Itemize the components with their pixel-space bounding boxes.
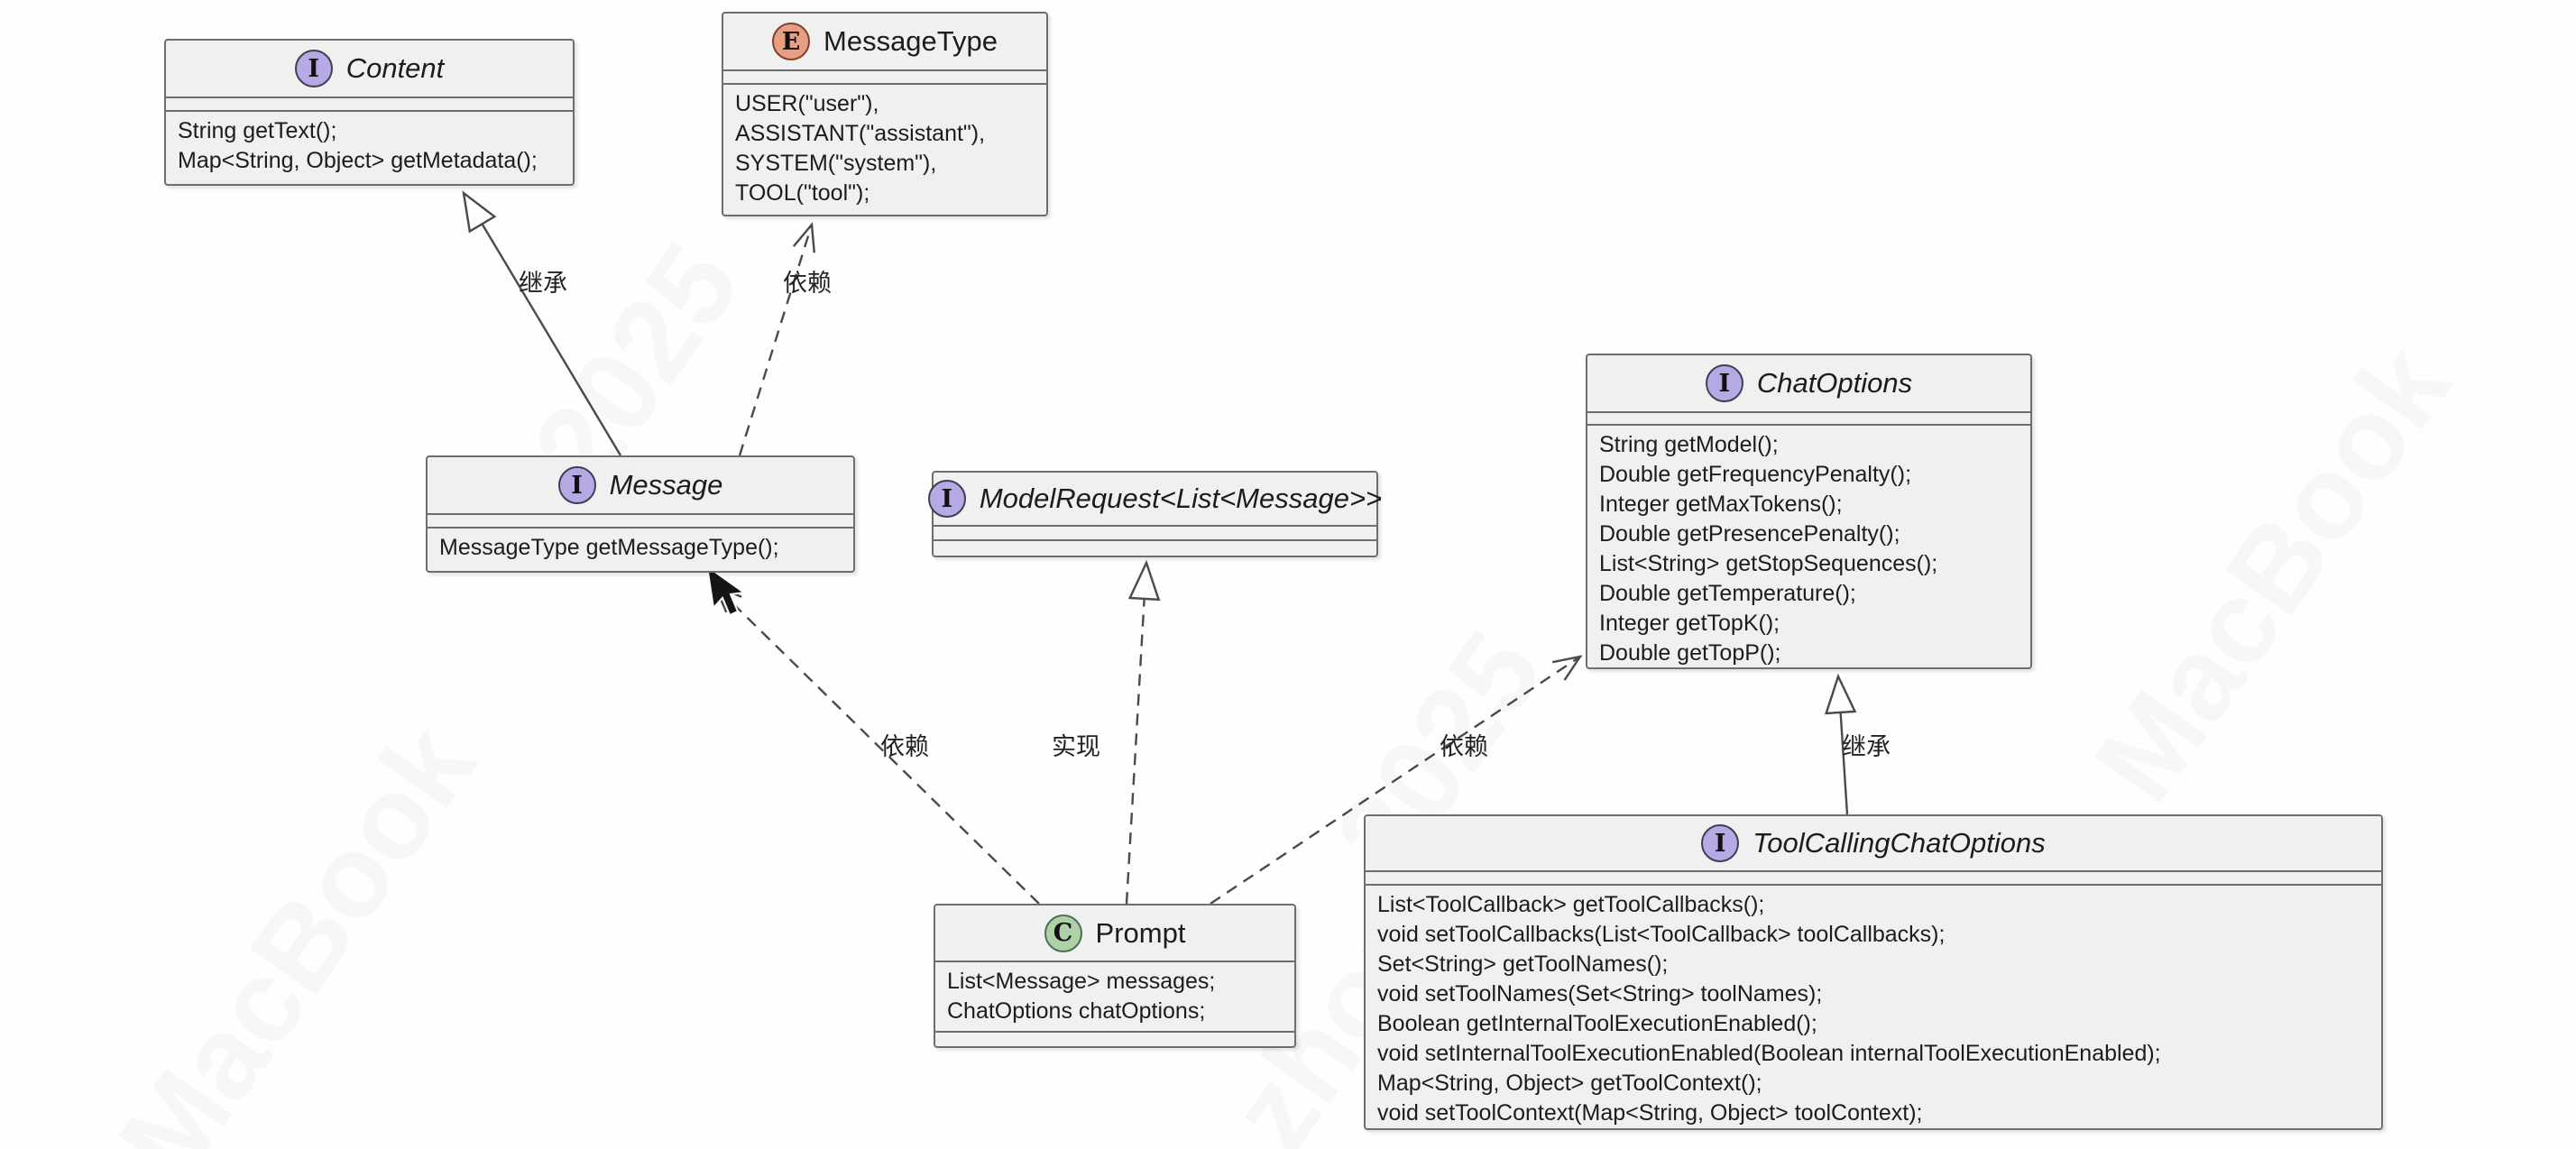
member-line: ChatOptions chatOptions; bbox=[947, 998, 1206, 1024]
class-box-chatoptions: I ChatOptions String getModel(); Double g… bbox=[1586, 354, 2032, 669]
member-line: List<String> getStopSequences(); bbox=[1599, 551, 1938, 576]
member-line: Double getTopP(); bbox=[1599, 640, 1781, 666]
edge-prompt-depends-message bbox=[713, 584, 1040, 905]
mouse-cursor bbox=[705, 564, 747, 617]
member-line: Double getFrequencyPenalty(); bbox=[1599, 462, 1912, 487]
member-line: void setInternalToolExecutionEnabled(Boo… bbox=[1377, 1041, 2161, 1066]
class-title: I Message bbox=[428, 457, 853, 513]
member-line: Map<String, Object> getMetadata(); bbox=[178, 148, 538, 173]
member-line: Double getPresencePenalty(); bbox=[1599, 521, 1900, 547]
class-title: C Prompt bbox=[935, 905, 1294, 961]
fields-compartment: List<Message> messages; ChatOptions chatO… bbox=[935, 961, 1294, 1031]
member-line: void setToolNames(Set<String> toolNames)… bbox=[1377, 981, 1823, 1007]
methods-compartment: String getModel(); Double getFrequencyPen… bbox=[1587, 424, 2030, 667]
class-name: ModelRequest<List<Message>> bbox=[979, 483, 1383, 514]
member-line: Set<String> getToolNames(); bbox=[1377, 951, 1669, 977]
methods-compartment: MessageType getMessageType(); bbox=[428, 527, 853, 571]
interface-badge-icon: I bbox=[1705, 364, 1743, 402]
class-title: I Content bbox=[166, 41, 573, 97]
edge-message-depends-messagetype bbox=[738, 222, 815, 456]
member-line: String getModel(); bbox=[1599, 432, 1779, 457]
class-name: ToolCallingChatOptions bbox=[1753, 827, 2046, 859]
class-title: I ChatOptions bbox=[1587, 355, 2030, 411]
member-line: List<ToolCallback> getToolCallbacks(); bbox=[1377, 892, 1765, 917]
edge-label-inheritance: 继承 bbox=[519, 270, 567, 297]
enum-values-compartment: USER("user"), ASSISTANT("assistant"), SYST… bbox=[723, 83, 1046, 215]
methods-compartment: String getText(); Map<String, Object> get… bbox=[166, 110, 573, 184]
class-name: Content bbox=[345, 52, 445, 84]
member-line: USER("user"), bbox=[735, 91, 879, 116]
class-box-prompt: C Prompt List<Message> messages; ChatOpti… bbox=[934, 904, 1296, 1048]
member-line: SYSTEM("system"), bbox=[735, 151, 937, 176]
interface-badge-icon: I bbox=[557, 466, 596, 504]
fields-compartment bbox=[166, 97, 573, 110]
member-line: Map<String, Object> getToolContext(); bbox=[1377, 1071, 1762, 1096]
class-box-message: I Message MessageType getMessageType(); bbox=[426, 455, 855, 573]
watermark-text: MacBook bbox=[93, 700, 501, 1149]
member-line: void setToolContext(Map<String, Object> … bbox=[1377, 1100, 1923, 1126]
class-box-messagetype: E MessageType USER("user"), ASSISTANT("as… bbox=[722, 12, 1048, 216]
interface-badge-icon: I bbox=[927, 480, 966, 518]
class-title: I ModelRequest<List<Message>> bbox=[927, 473, 1382, 525]
class-title: I ToolCallingChatOptions bbox=[1366, 816, 2381, 870]
member-line: void setToolCallbacks(List<ToolCallback>… bbox=[1377, 922, 1946, 947]
watermark-text: MacBook bbox=[2068, 321, 2476, 824]
class-title: E MessageType bbox=[723, 14, 1046, 69]
fields-compartment bbox=[934, 525, 1376, 539]
edge-label-inheritance: 继承 bbox=[1842, 733, 1891, 760]
member-line: TOOL("tool"); bbox=[735, 180, 870, 206]
member-line: Integer getTopK(); bbox=[1599, 611, 1780, 636]
member-line: Integer getMaxTokens(); bbox=[1599, 492, 1843, 517]
fields-compartment bbox=[428, 513, 853, 527]
edge-label-dependency: 依赖 bbox=[783, 270, 832, 297]
class-name: Message bbox=[609, 469, 723, 501]
edge-label-dependency: 依赖 bbox=[880, 733, 929, 760]
fields-compartment bbox=[1587, 411, 2030, 424]
edge-message-extends-content bbox=[462, 190, 622, 456]
class-box-toolcallingchatoptions: I ToolCallingChatOptions List<ToolCallba… bbox=[1364, 814, 2383, 1130]
member-line: String getText(); bbox=[178, 118, 337, 143]
fields-compartment bbox=[1366, 870, 2381, 884]
class-box-modelrequest: I ModelRequest<List<Message>> bbox=[927, 471, 1382, 557]
edge-label-realization: 实现 bbox=[1052, 733, 1100, 760]
class-name: MessageType bbox=[823, 25, 998, 57]
methods-compartment: List<ToolCallback> getToolCallbacks(); vo… bbox=[1366, 884, 2381, 1128]
member-line: List<Message> messages; bbox=[947, 969, 1216, 994]
class-name: Prompt bbox=[1095, 916, 1186, 949]
class-name: ChatOptions bbox=[1756, 367, 1913, 399]
member-line: Boolean getInternalToolExecutionEnabled(… bbox=[1377, 1011, 1817, 1036]
interface-badge-icon: I bbox=[1701, 824, 1740, 862]
enum-badge-icon: E bbox=[772, 23, 810, 60]
class-box-content: I Content String getText(); Map<String, O… bbox=[164, 39, 575, 186]
fields-compartment bbox=[723, 69, 1046, 83]
class-badge-icon: C bbox=[1044, 914, 1082, 952]
member-line: Double getTemperature(); bbox=[1599, 581, 1856, 606]
member-line: MessageType getMessageType(); bbox=[439, 535, 779, 560]
edge-label-dependency: 依赖 bbox=[1440, 733, 1488, 760]
edge-prompt-realizes-modelrequest bbox=[1125, 559, 1161, 905]
methods-compartment bbox=[934, 539, 1376, 554]
methods-compartment bbox=[935, 1031, 1294, 1046]
member-line: ASSISTANT("assistant"), bbox=[735, 121, 986, 146]
interface-badge-icon: I bbox=[294, 50, 333, 87]
